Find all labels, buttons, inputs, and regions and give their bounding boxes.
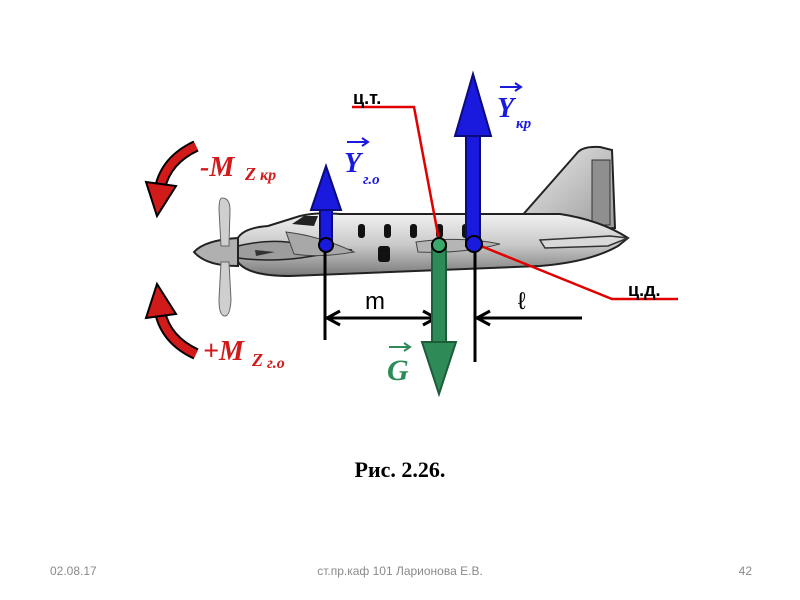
- positive-moment-arrow: [144, 281, 199, 360]
- positive-moment-label: +M Z г.о: [203, 336, 285, 372]
- cockpit-window: [292, 216, 318, 226]
- rudder-panel: [591, 159, 611, 226]
- weight-label: G: [387, 342, 412, 387]
- cp-leader-line: [475, 242, 678, 301]
- cp-label: ц.д.: [628, 280, 661, 300]
- propeller-blade-bottom: [218, 261, 232, 317]
- dim-l-label: ℓ: [518, 288, 526, 315]
- horizontal-stabilizer: [538, 235, 629, 249]
- weight-symbol: G: [387, 354, 409, 387]
- vertical-tail: [518, 145, 617, 234]
- main-lift-symbol: Y: [497, 93, 517, 124]
- tail-force-point: [318, 237, 334, 253]
- negative-moment-symbol: -M: [200, 152, 235, 183]
- tail-lift-subscript: г.о: [363, 172, 380, 188]
- tail-lift-symbol: Y: [344, 148, 364, 179]
- footer-page-number: 42: [738, 564, 752, 578]
- propeller-blade-top: [218, 197, 231, 247]
- center-of-pressure-point: [465, 235, 483, 253]
- negative-moment-arrow: [144, 140, 199, 219]
- footer-author: ст.пр.каф 101 Ларионова Е.В.: [317, 564, 483, 578]
- main-lift-subscript: кр: [516, 116, 532, 132]
- spinner: [192, 236, 239, 268]
- positive-moment-z: Z: [251, 350, 263, 370]
- negative-moment-z: Z: [244, 164, 256, 184]
- center-of-gravity-point: [431, 237, 447, 253]
- footer-date: 02.08.17: [50, 564, 97, 578]
- figure-caption: Рис. 2.26.: [354, 457, 446, 482]
- dimension-lines: [323, 240, 582, 362]
- dim-m-label: m: [365, 288, 385, 315]
- cg-label: ц.т.: [353, 88, 381, 108]
- main-lift-arrow: [453, 70, 493, 247]
- negative-moment-subscript: кр: [260, 167, 276, 184]
- tail-lift-label: Y г.о: [344, 137, 380, 188]
- negative-moment-label: -M Z кр: [200, 152, 276, 184]
- main-lift-label: Y кр: [497, 82, 532, 132]
- positive-moment-subscript: г.о: [267, 355, 285, 372]
- cg-leader-line: [352, 105, 441, 241]
- positive-moment-symbol: +M: [203, 336, 245, 367]
